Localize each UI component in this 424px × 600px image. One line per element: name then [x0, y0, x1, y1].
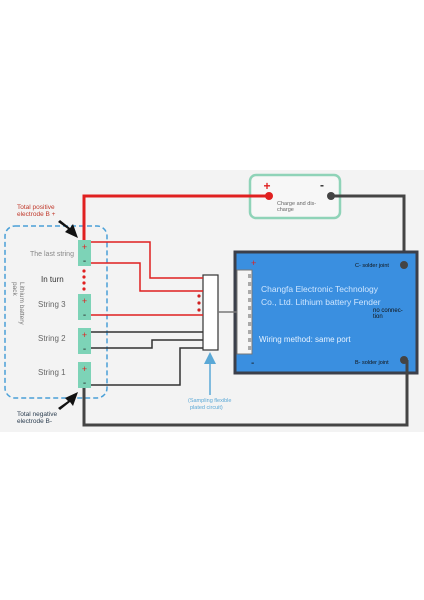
wiring-diagram: + - + - + - + - Total positive electrode…: [4, 173, 419, 427]
cell-last-string: + -: [78, 240, 91, 267]
sampling-dots: [197, 294, 201, 312]
c-minus-solder-point: [400, 261, 408, 269]
cell-string-3: + -: [78, 294, 91, 321]
svg-text:+: +: [82, 296, 87, 306]
sampling-wire-2: [91, 262, 203, 292]
sampling-wire-6: [91, 347, 203, 386]
bms-minus-label: -: [251, 358, 254, 369]
load-label-1: Charge and dis-: [277, 201, 316, 207]
in-turn-label: In turn: [41, 275, 64, 284]
pack-label-2: pack: [11, 282, 18, 296]
bms-connector-pins: [248, 274, 252, 350]
svg-text:-: -: [83, 344, 86, 355]
svg-text:+: +: [82, 242, 87, 252]
svg-text:+: +: [82, 330, 87, 340]
sampling-wire-1: [91, 241, 203, 279]
string-3-label: String 3: [38, 300, 66, 309]
load-negative-terminal: [327, 192, 335, 200]
no-connection-label-2: tion: [373, 314, 383, 320]
load-negative-wire: [331, 194, 406, 265]
bms-board: [233, 250, 419, 375]
string-1-label: String 1: [38, 368, 66, 377]
pack-label-1: Lithium battery: [18, 282, 25, 325]
sampling-connector: [202, 274, 219, 351]
load-minus-label: -: [320, 178, 324, 192]
bms-plus-label: +: [251, 258, 256, 268]
c-minus-solder-label: C- solder joint: [355, 263, 389, 269]
svg-text:-: -: [83, 378, 86, 389]
positive-pointer-arrow: [58, 220, 78, 238]
total-negative-label-2: electrode B-: [17, 418, 52, 425]
svg-text:+: +: [82, 364, 87, 374]
total-positive-label-2: electrode B +: [17, 211, 56, 218]
wiring-method-label: Wiring method: same port: [259, 335, 351, 344]
sampling-label-1: (Sampling flexible: [188, 398, 231, 404]
battery-pack-outline: [4, 225, 108, 399]
b-minus-solder-label: B- solder joint: [355, 360, 389, 366]
cell-string-2: + -: [78, 328, 91, 355]
svg-text:-: -: [83, 256, 86, 267]
total-positive-label-1: Total positive: [17, 204, 55, 211]
load-plus-label: +: [263, 179, 270, 193]
load-label-2: charge: [277, 207, 294, 213]
negative-main-wire: [82, 360, 409, 427]
cell-string-1: + -: [78, 362, 91, 389]
negative-pointer-arrow: [58, 392, 78, 410]
wiring-diagram-canvas: + - + - + - + - Total positive electrode…: [0, 170, 424, 432]
last-string-label: The last string: [30, 251, 74, 258]
load-positive-terminal: [265, 192, 273, 200]
company-line-2: Co., Ltd. Lithium battery Fender: [261, 297, 381, 307]
sampling-label-2: plated circuit): [190, 405, 223, 411]
total-negative-label-1: Total negative: [17, 411, 57, 418]
string-2-label: String 2: [38, 334, 66, 343]
sampling-wire-5: [91, 339, 203, 349]
svg-text:-: -: [83, 310, 86, 321]
in-turn-dots: [82, 269, 86, 291]
no-connection-label-1: no connec-: [373, 308, 403, 314]
company-line-1: Changfa Electronic Technology: [261, 284, 379, 294]
positive-main-wire: [82, 194, 269, 242]
